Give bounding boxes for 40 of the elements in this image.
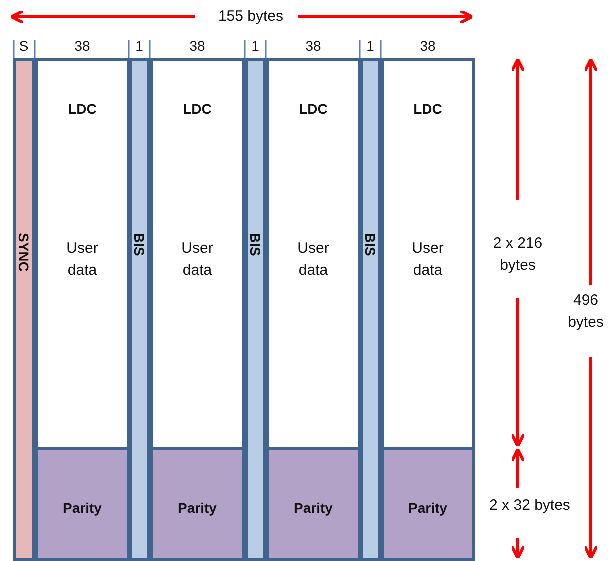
column-width-label: 38 — [188, 38, 206, 54]
sync-band — [13, 58, 35, 561]
ldc-label: LDC — [67, 101, 98, 117]
column-width-label: 1 — [134, 38, 144, 54]
user-data-label: User data — [66, 239, 100, 281]
parity-block — [381, 447, 475, 561]
ldc-column — [150, 58, 245, 450]
parity-label: Parity — [293, 500, 334, 516]
parity-label: Parity — [62, 500, 103, 516]
ldc-column — [381, 58, 475, 450]
user-data-label: User data — [411, 239, 445, 281]
parity-block — [35, 447, 130, 561]
bis-label: BIS — [362, 233, 378, 256]
parity-label: Parity — [408, 500, 448, 516]
bis-band — [245, 58, 266, 561]
column-width-label: S — [18, 38, 30, 54]
parity-height-label: 2 x 32 bytes — [488, 497, 572, 514]
column-width-label: 1 — [366, 38, 376, 54]
bis-label: BIS — [132, 233, 148, 256]
bis-band — [129, 58, 150, 561]
parity-label: Parity — [177, 500, 218, 516]
bis-band — [360, 58, 381, 561]
bis-label: BIS — [248, 233, 264, 256]
user-data-label: User data — [180, 239, 214, 281]
column-width-label: 1 — [250, 38, 260, 54]
ldc-column — [266, 58, 361, 450]
sync-label: SYNC — [16, 233, 32, 272]
ldc-column — [35, 58, 130, 450]
column-width-label: 38 — [419, 38, 437, 54]
parity-block — [266, 447, 361, 561]
parity-block — [150, 447, 245, 561]
ldc-label: LDC — [298, 101, 329, 117]
ldc-label: LDC — [412, 101, 444, 117]
column-width-label: 38 — [74, 38, 92, 54]
data-height-label: 2 x 216 bytes — [492, 234, 544, 276]
user-data-label: User data — [296, 239, 330, 281]
ldc-label: LDC — [182, 101, 213, 117]
total-width-label: 155 bytes — [217, 8, 285, 25]
column-width-label: 38 — [304, 38, 322, 54]
total-height-label: 496 bytes — [567, 291, 605, 333]
